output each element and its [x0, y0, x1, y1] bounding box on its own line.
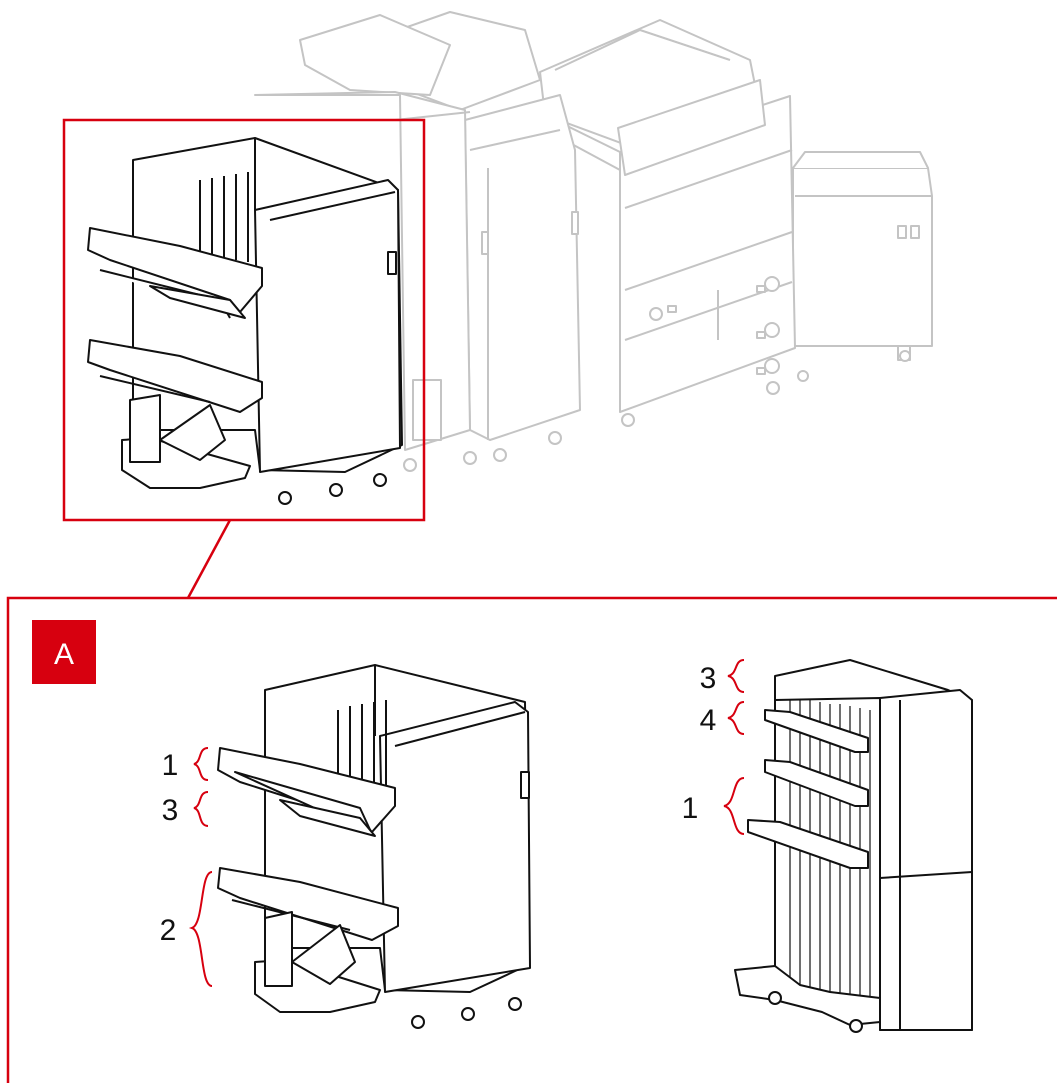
connector-line — [186, 519, 232, 599]
callout-left-2: 2 — [160, 914, 177, 947]
brace-right-1 — [723, 777, 745, 835]
panel-badge: A — [32, 620, 96, 684]
callout-left-3: 3 — [162, 794, 179, 827]
left-finisher-illustration — [217, 664, 531, 1029]
highlight-box — [62, 118, 426, 522]
panel-badge-label: A — [54, 638, 74, 671]
callout-right-1: 1 — [682, 792, 699, 825]
callout-right-3: 3 — [700, 662, 717, 695]
brace-left-1 — [193, 747, 209, 781]
brace-left-2 — [188, 871, 213, 987]
callout-right-4: 4 — [700, 704, 717, 737]
right-callouts — [723, 659, 745, 835]
detail-panel-frame — [6, 596, 1057, 1083]
right-finisher-illustration — [734, 659, 973, 1033]
printer-system-illustration — [254, 11, 933, 472]
highlighted-finisher-illustration — [87, 137, 403, 505]
left-callouts — [188, 747, 213, 987]
callout-left-1: 1 — [162, 749, 179, 782]
brace-right-3 — [727, 659, 745, 693]
brace-left-3 — [193, 791, 209, 827]
brace-right-4 — [727, 701, 745, 735]
